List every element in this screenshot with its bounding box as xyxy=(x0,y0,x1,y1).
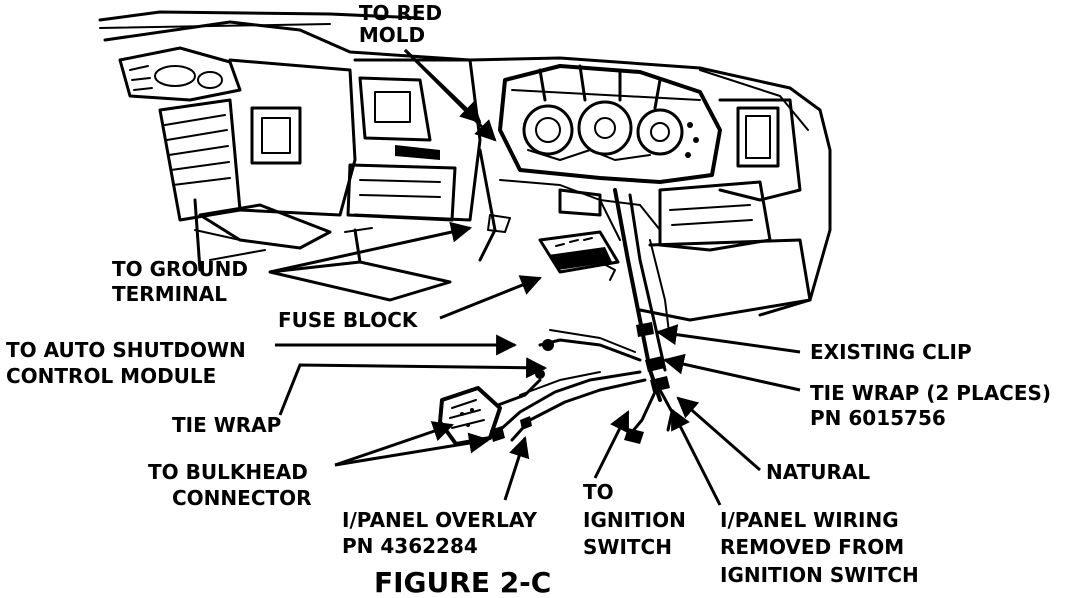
leader-lines xyxy=(269,48,801,506)
labels: TO RED MOLD TO GROUND TERMINAL FUSE BLOC… xyxy=(6,1,1058,598)
label-to-bulkhead-connector: TO BULKHEAD CONNECTOR xyxy=(148,460,315,510)
label-fuse-block: FUSE BLOCK xyxy=(278,308,419,332)
label-to-auto-shutdown: TO AUTO SHUTDOWN CONTROL MODULE xyxy=(6,338,253,388)
label-tie-wrap-2-places: TIE WRAP (2 PLACES) PN 6015756 xyxy=(810,381,1058,430)
label-natural: NATURAL xyxy=(766,460,870,484)
figure-title: FIGURE 2-C xyxy=(374,566,551,598)
label-to-red-mold: TO RED MOLD xyxy=(359,1,449,47)
label-ipanel-overlay: I/PANEL OVERLAY PN 4362284 xyxy=(342,508,544,558)
label-tie-wrap: TIE WRAP xyxy=(172,413,281,437)
label-to-ignition-switch: TO IGNITION SWITCH xyxy=(583,480,693,559)
label-to-ground-terminal: TO GROUND TERMINAL xyxy=(112,257,255,306)
dashboard-illustration xyxy=(98,10,832,446)
label-existing-clip: EXISTING CLIP xyxy=(810,340,972,364)
label-ipanel-wiring-removed: I/PANEL WIRING REMOVED FROM IGNITION SWI… xyxy=(720,508,919,587)
